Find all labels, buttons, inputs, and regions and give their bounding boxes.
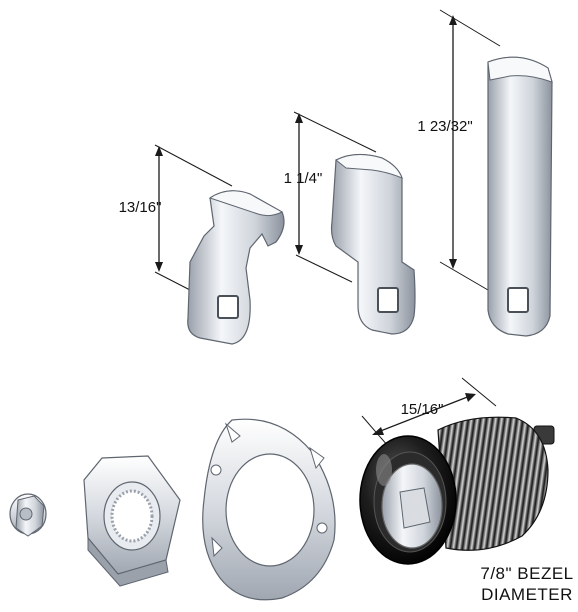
arrowhead-down (295, 245, 303, 255)
bezel-diameter-label: 7/8" BEZEL (480, 564, 573, 583)
bezel-width-label: 15/16" (401, 401, 444, 418)
arrowhead-left (372, 427, 384, 435)
arrowhead-right (465, 393, 476, 402)
bezel-highlight (376, 454, 392, 486)
washer-notch (309, 446, 325, 470)
hex-nut-side (87, 536, 169, 587)
extension-line (461, 377, 497, 407)
arrowhead-down (155, 262, 163, 272)
washer-notch (224, 422, 241, 443)
extension-line (293, 111, 377, 153)
extension-line (154, 271, 191, 291)
hex-nut-threads (110, 489, 154, 543)
cam-square-hole (377, 287, 399, 313)
cam-square-hole (217, 295, 239, 319)
extension-line (439, 9, 501, 47)
bezel-diameter-label: DIAMETER (481, 585, 573, 604)
extension-line (439, 261, 489, 291)
arrowhead-up (295, 113, 303, 123)
washer-small-hole (316, 522, 328, 534)
threaded-barrel (437, 416, 549, 551)
extension-line (361, 415, 389, 447)
cam-lock-body: 15/16" 7/8" BEZEL DIAMETER (359, 377, 573, 604)
cam-top-face (487, 56, 553, 83)
extension-line (154, 144, 233, 187)
arrowhead-down (449, 259, 457, 269)
nut-hole (19, 507, 33, 521)
cam-square-hole (507, 287, 529, 313)
cam-top-face (208, 190, 284, 217)
cam-medium: 1 1/4" (284, 111, 416, 335)
small-cap-nut (9, 493, 47, 537)
dimension-label: 1 23/32" (417, 118, 472, 135)
cam-long: 1 23/32" (417, 9, 553, 337)
arrowhead-up (155, 146, 163, 156)
dimension-label: 1 1/4" (284, 170, 323, 187)
washer (202, 418, 336, 601)
dimension-label: 13/16" (119, 199, 162, 216)
cam-small: 13/16" (119, 144, 285, 345)
hex-nut (83, 455, 181, 587)
arrowhead-up (449, 15, 457, 25)
cam-top-face (335, 154, 403, 179)
washer-notch (211, 536, 223, 558)
key-slot (399, 487, 431, 529)
extension-line (295, 254, 353, 283)
cam-arm (330, 153, 416, 335)
washer-center-hole (225, 453, 315, 567)
dimension-arrow (377, 395, 471, 433)
washer-small-hole (210, 464, 222, 476)
